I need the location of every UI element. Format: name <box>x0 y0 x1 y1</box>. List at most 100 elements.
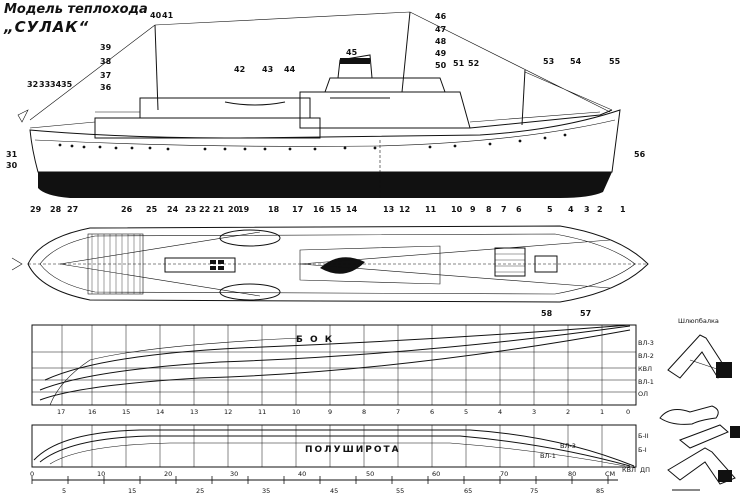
callout-4: 4 <box>568 205 574 214</box>
lines-half-caption: ПОЛУШИРОТА <box>305 445 401 455</box>
callout-24: 24 <box>167 205 179 214</box>
callout-33: 33 <box>39 80 50 89</box>
svg-text:40: 40 <box>298 470 306 478</box>
callout-25: 25 <box>146 205 158 214</box>
wl-label-dp: ДП <box>640 466 650 474</box>
wl-label-vl3: ВЛ-3 <box>638 339 654 347</box>
callout-17: 17 <box>292 205 303 214</box>
callout-57: 57 <box>580 309 591 318</box>
lines-side-panel: Б О К ВЛ-3 ВЛ-2 КВЛ ВЛ-1 ОЛ 17 16 15 14 … <box>31 324 654 416</box>
callout-10: 10 <box>451 205 463 214</box>
svg-text:10: 10 <box>292 408 300 416</box>
svg-text:15: 15 <box>128 487 136 495</box>
svg-text:15: 15 <box>122 408 130 416</box>
svg-text:85: 85 <box>596 487 604 495</box>
wl-label-half-vl1: ВЛ-1 <box>540 452 556 460</box>
callout-34: 34 <box>50 80 62 89</box>
callout-49: 49 <box>435 49 447 58</box>
callout-35: 35 <box>61 80 73 89</box>
callout-14: 14 <box>346 205 358 214</box>
callout-55: 55 <box>609 57 621 66</box>
portholes <box>58 133 567 151</box>
svg-text:7: 7 <box>396 408 400 416</box>
lines-side-caption: Б О К <box>296 335 334 345</box>
callout-13: 13 <box>383 205 394 214</box>
callout-3: 3 <box>584 205 590 214</box>
callout-27: 27 <box>67 205 78 214</box>
callout-6: 6 <box>516 205 522 214</box>
callout-1: 1 <box>620 205 626 214</box>
callout-16: 16 <box>313 205 325 214</box>
callout-41: 41 <box>162 11 174 20</box>
callout-58: 58 <box>541 309 553 318</box>
svg-text:25: 25 <box>196 487 204 495</box>
callout-8: 8 <box>486 205 492 214</box>
wl-label-half-kvl: КВЛ <box>622 466 636 474</box>
svg-text:35: 35 <box>262 487 270 495</box>
callout-37: 37 <box>100 71 111 80</box>
callout-26: 26 <box>121 205 133 214</box>
scale-unit: СМ <box>605 470 615 478</box>
svg-text:75: 75 <box>530 487 538 495</box>
svg-text:9: 9 <box>328 408 332 416</box>
svg-text:0: 0 <box>30 470 34 478</box>
svg-text:80: 80 <box>568 470 576 478</box>
wl-label-b2: Б-II <box>638 432 649 440</box>
callout-47: 47 <box>435 25 446 34</box>
svg-text:11: 11 <box>258 408 266 416</box>
callout-52: 52 <box>468 59 479 68</box>
wl-label-b1: Б-I <box>638 446 647 454</box>
svg-text:13: 13 <box>190 408 198 416</box>
svg-text:4: 4 <box>498 408 502 416</box>
callout-9: 9 <box>470 205 476 214</box>
callout-31: 31 <box>6 150 18 159</box>
callout-19: 19 <box>238 205 250 214</box>
svg-text:1: 1 <box>600 408 604 416</box>
svg-text:30: 30 <box>230 470 238 478</box>
callout-38: 38 <box>100 57 112 66</box>
svg-text:65: 65 <box>464 487 472 495</box>
svg-text:0: 0 <box>626 408 630 416</box>
callout-32: 32 <box>27 80 38 89</box>
svg-text:12: 12 <box>224 408 232 416</box>
callout-45: 45 <box>346 48 358 57</box>
callout-50: 50 <box>435 61 447 70</box>
svg-text:14: 14 <box>156 408 164 416</box>
wl-label-half-vl3: ВЛ-3 <box>560 442 576 450</box>
plan-view: 58 57 19 <box>11 205 649 318</box>
callout-40: 40 <box>150 11 162 20</box>
callout-15: 15 <box>330 205 342 214</box>
callout-30: 30 <box>6 161 18 170</box>
callout-28: 28 <box>50 205 62 214</box>
davit-detail: Шлюпбалка <box>659 317 740 491</box>
svg-text:5: 5 <box>62 487 66 495</box>
svg-text:8: 8 <box>362 408 366 416</box>
ship-name: „СУЛАК“ <box>4 18 90 36</box>
callout-43: 43 <box>262 65 273 74</box>
callout-11: 11 <box>425 205 437 214</box>
callout-39: 39 <box>100 43 112 52</box>
svg-text:2: 2 <box>566 408 570 416</box>
callout-44: 44 <box>284 65 296 74</box>
callout-48: 48 <box>435 37 447 46</box>
svg-text:5: 5 <box>464 408 468 416</box>
svg-text:45: 45 <box>330 487 338 495</box>
callout-36: 36 <box>100 83 112 92</box>
svg-text:3: 3 <box>532 408 536 416</box>
callout-5: 5 <box>547 205 553 214</box>
wl-label-vl1: ВЛ-1 <box>638 378 654 386</box>
svg-text:55: 55 <box>396 487 404 495</box>
callout-46: 46 <box>435 12 447 21</box>
wl-label-vl2: ВЛ-2 <box>638 352 654 360</box>
scale-bar: 0 10 20 30 40 50 60 70 80 СМ 5 15 25 35 … <box>30 470 618 495</box>
callout-2: 2 <box>597 205 603 214</box>
callout-20: 20 <box>228 205 240 214</box>
callout-12: 12 <box>399 205 410 214</box>
callout-21: 21 <box>213 205 225 214</box>
side-view-hull <box>17 11 621 200</box>
callout-23: 23 <box>185 205 196 214</box>
callout-53: 53 <box>543 57 554 66</box>
callout-42: 42 <box>234 65 245 74</box>
wl-label-ol: ОЛ <box>638 390 648 398</box>
